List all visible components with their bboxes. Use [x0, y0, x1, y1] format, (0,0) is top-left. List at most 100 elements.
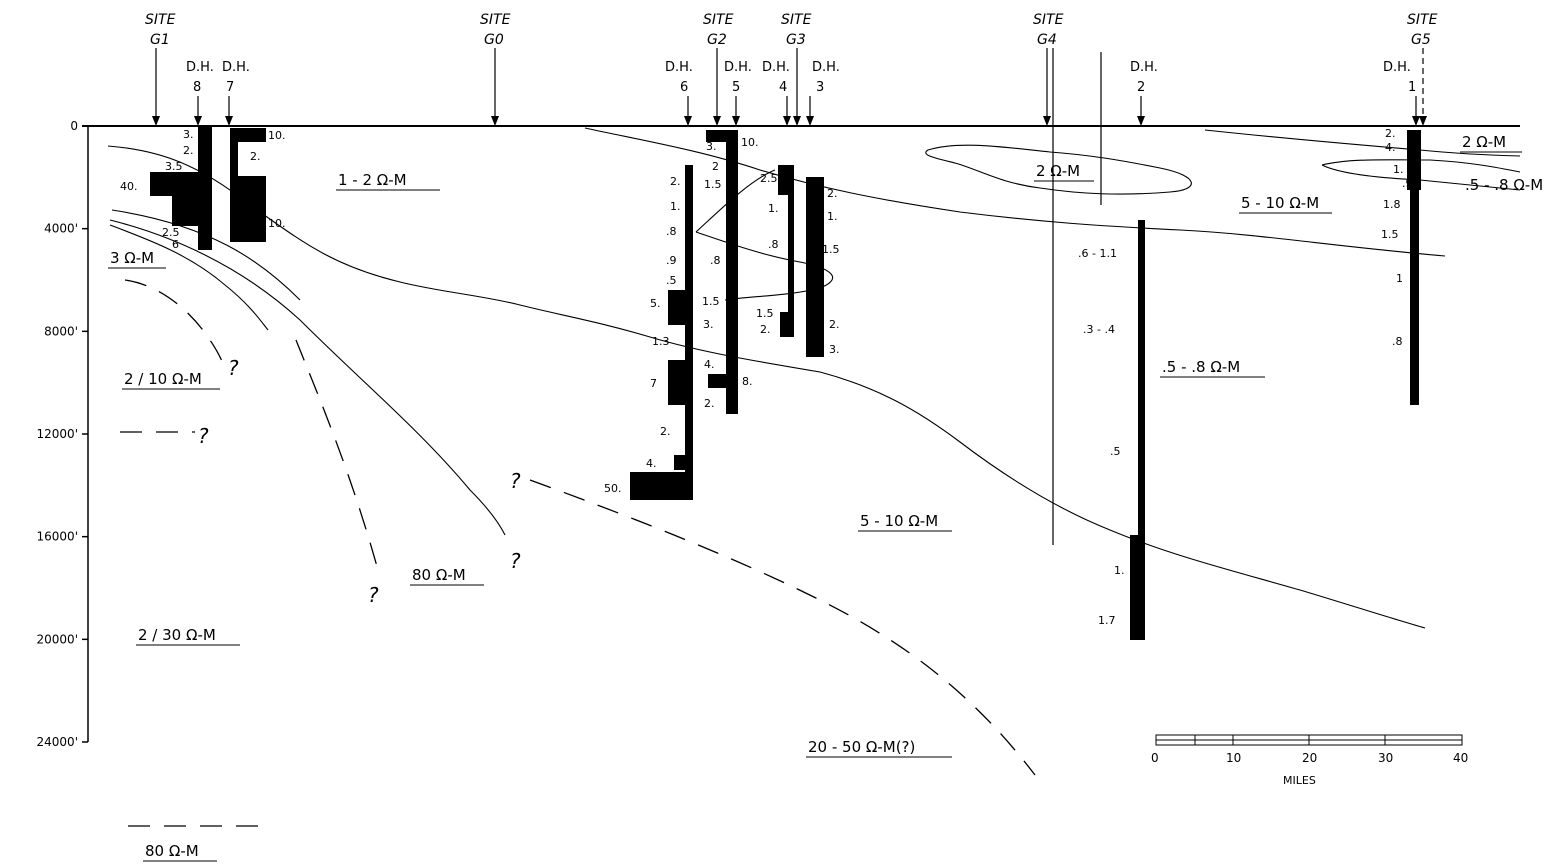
dh6-value: 4. [646, 457, 657, 470]
drill-hole-labels: D.H. 8 D.H. 7 D.H. 6 D.H. 5 D.H. 4 D.H. … [186, 60, 1416, 95]
dh5-number: 5 [732, 80, 740, 95]
dh1-value: 1. [1393, 163, 1404, 176]
site-arrows [155, 48, 1424, 545]
depth-tick-label: 24000' [37, 735, 78, 749]
dh1-value: 2. [1385, 127, 1396, 140]
depth-tick-label: 0 [70, 119, 78, 133]
uncertainty-marks: ? ? ? ? ? [198, 356, 521, 607]
dh3-value: 1.5 [822, 243, 840, 256]
zone-label: 5 - 10 Ω-M [860, 512, 938, 530]
dh5-value: 2. [704, 397, 715, 410]
dh4-value: 2.5 [760, 172, 778, 185]
dh5-value: .8 [710, 254, 721, 267]
dh4-number: 4 [779, 80, 787, 95]
dh5-value: 3. [703, 318, 714, 331]
scale-tick: 0 [1151, 751, 1159, 765]
dh5-value: 3. [706, 140, 717, 153]
site-g1-name: G1 [150, 32, 170, 48]
site-g2-word: SITE [703, 12, 734, 28]
site-g3-word: SITE [781, 12, 812, 28]
dh1-label: D.H. [1383, 60, 1411, 75]
boundary-curves [107, 127, 1521, 629]
dh6-value: 50. [604, 482, 622, 495]
scale-tick: 20 [1302, 751, 1317, 765]
dh2-number: 2 [1137, 80, 1145, 95]
site-g1-word: SITE [145, 12, 176, 28]
dh1-number: 1 [1408, 80, 1416, 95]
depth-tick-label: 20000' [37, 632, 78, 646]
dh1-value: .9 [1402, 177, 1413, 190]
question-mark: ? [510, 469, 521, 493]
dh8-value: 3.5 [165, 160, 183, 173]
dh5-label: D.H. [724, 60, 752, 75]
dh1-value: 1 [1396, 272, 1403, 285]
question-mark: ? [368, 583, 379, 607]
zone-label: 80 Ω-M [145, 842, 199, 860]
dh2-label: D.H. [1130, 60, 1158, 75]
site-g0-word: SITE [480, 12, 511, 28]
dh5-value: 8. [742, 375, 753, 388]
dh5-value: 1.5 [704, 178, 722, 191]
site-g4-word: SITE [1033, 12, 1064, 28]
dh7-label: D.H. [222, 60, 250, 75]
zone-label: 80 Ω-M [412, 566, 466, 584]
dh6-value: 7 [650, 377, 657, 390]
site-labels: SITE G1 SITE G0 SITE G2 SITE G3 SITE G4 … [145, 12, 1438, 48]
dh6-value: .9 [666, 254, 677, 267]
zone-label: 2 / 10 Ω-M [124, 370, 202, 388]
drill-hole-arrows [197, 96, 1417, 124]
dh2-value: 1.7 [1098, 614, 1116, 627]
scale-tick: 10 [1226, 751, 1241, 765]
zone-label: .5 - .8 Ω-M [1162, 358, 1240, 376]
dashed-boundaries [120, 279, 1036, 827]
dh7-value: 10. [268, 217, 286, 230]
dh6-value: 1. [670, 200, 681, 213]
dh6-value: .5 [666, 274, 677, 287]
dh4-value: 1.5 [756, 307, 774, 320]
dh6-value: .8 [666, 225, 677, 238]
dh3-value: 2. [829, 318, 840, 331]
dh7-value: 10. [268, 129, 286, 142]
zone-label: 5 - 10 Ω-M [1241, 194, 1319, 212]
site-g3-name: G3 [786, 32, 806, 48]
dh3-number: 3 [816, 80, 824, 95]
site-g2-name: G2 [707, 32, 727, 48]
dh8-label: D.H. [186, 60, 214, 75]
zone-label: .5 - .8 Ω-M [1465, 176, 1543, 194]
dh4-value: .8 [768, 238, 779, 251]
zone-labels: 1 - 2 Ω-M 3 Ω-M 2 / 10 Ω-M 2 / 30 Ω-M 80… [110, 133, 1543, 860]
zone-underlines [108, 151, 1522, 862]
dh1-value: .8 [1392, 335, 1403, 348]
dh2-value: .6 - 1.1 [1078, 247, 1117, 260]
question-mark: ? [228, 356, 239, 380]
dh8-value: 6 [172, 238, 179, 251]
depth-tick-label: 12000' [37, 427, 78, 441]
zone-label: 2 Ω-M [1462, 133, 1506, 151]
question-mark: ? [198, 424, 209, 448]
depth-tick-label: 8000' [44, 324, 78, 338]
dh1-value: 1.5 [1381, 228, 1399, 241]
scale-unit: MILES [1283, 774, 1316, 787]
dh8-value: 2.5 [162, 226, 180, 239]
zone-label: 20 - 50 Ω-M(?) [808, 738, 915, 756]
drill-hole-logs [150, 126, 1421, 640]
site-g5-name: G5 [1411, 32, 1431, 48]
drill-hole-values: 3. 2. 3.5 40. 5. 2.5 6 10. 2. 10. 2. 1. … [120, 127, 1413, 627]
dh5-value: 4. [704, 358, 715, 371]
dh7-value: 2. [250, 150, 261, 163]
site-g4-name: G4 [1037, 32, 1057, 48]
zone-label: 1 - 2 Ω-M [338, 171, 407, 189]
site-g5-word: SITE [1407, 12, 1438, 28]
dh1-value: 4. [1385, 141, 1396, 154]
dh6-value: 2. [660, 425, 671, 438]
dh4-value: 1. [768, 202, 779, 215]
zone-label: 3 Ω-M [110, 249, 154, 267]
zone-label: 2 Ω-M [1036, 162, 1080, 180]
dh5-value: 2 [712, 160, 719, 173]
dh8-value: 3. [183, 128, 194, 141]
dh8-value: 2. [183, 144, 194, 157]
scale-tick: 40 [1453, 751, 1468, 765]
dh8-value: 5. [172, 200, 183, 213]
zone-label: 2 / 30 Ω-M [138, 626, 216, 644]
